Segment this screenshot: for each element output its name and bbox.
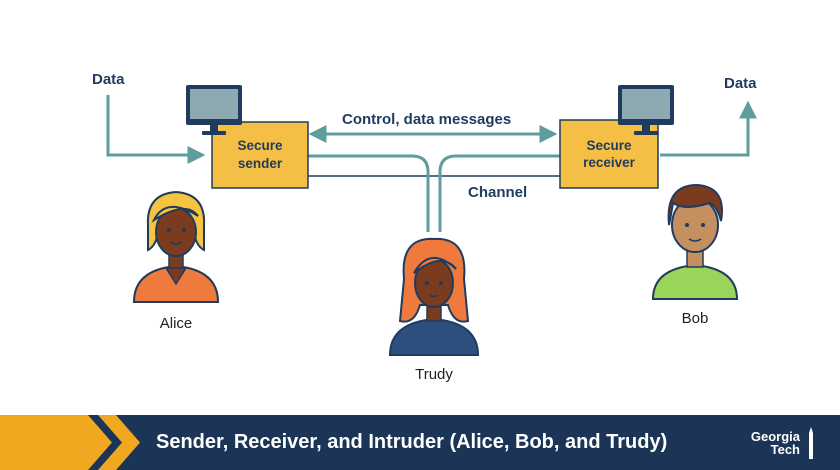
- bob-avatar-icon: [651, 183, 739, 300]
- computer-icon: [618, 85, 674, 135]
- channel-label: Channel: [468, 184, 527, 201]
- trudy-tap-left: [308, 154, 430, 232]
- computer-icon: [186, 85, 242, 135]
- footer-title: Sender, Receiver, and Intruder (Alice, B…: [156, 431, 668, 453]
- receiver-label-line1: Secure: [586, 138, 632, 153]
- tech-tower-icon: [809, 427, 813, 459]
- data-in-arrow: [106, 95, 206, 164]
- sender-label-line1: Secure: [237, 138, 283, 153]
- logo-line1: Georgia: [750, 429, 800, 444]
- trudy-tap-right: [438, 154, 562, 232]
- trudy-label: Trudy: [415, 366, 453, 383]
- data-out-arrow: [660, 100, 757, 157]
- data-out-label: Data: [724, 75, 757, 92]
- secure-sender-box: Secure sender: [211, 121, 309, 189]
- bob-label: Bob: [682, 310, 709, 327]
- alice-avatar-icon: [132, 190, 220, 303]
- control-messages-label: Control, data messages: [342, 111, 511, 128]
- footer-bar: Sender, Receiver, and Intruder (Alice, B…: [0, 415, 840, 470]
- alice-label: Alice: [160, 315, 193, 332]
- georgia-tech-logo: Georgia Tech: [742, 427, 822, 459]
- trudy-avatar-icon: [388, 237, 480, 356]
- sender-label-line2: sender: [238, 156, 283, 171]
- data-in-label: Data: [92, 71, 125, 88]
- chevron-icon: [0, 415, 140, 470]
- secure-receiver-box: Secure receiver: [559, 119, 659, 189]
- receiver-label-line2: receiver: [583, 155, 636, 170]
- security-diagram: Data Data Control, data messages Channel…: [92, 71, 757, 383]
- logo-line2: Tech: [770, 442, 800, 457]
